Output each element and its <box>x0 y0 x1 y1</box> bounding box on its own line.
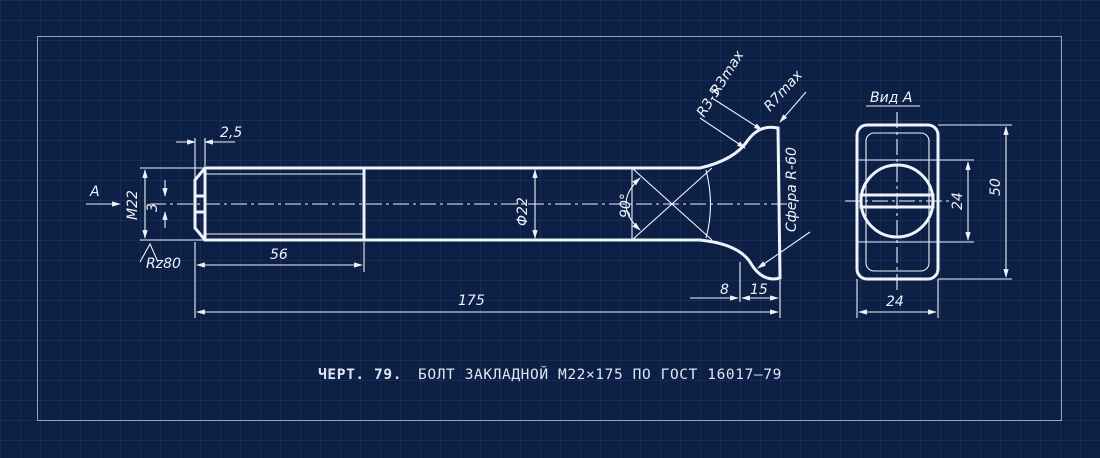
dim-15-label: 15 <box>750 282 768 298</box>
view-a <box>845 105 1012 318</box>
chamfer-label: 2,5 <box>220 125 242 141</box>
thread-length-label: 56 <box>270 247 288 263</box>
dimensions <box>86 91 811 318</box>
view-a-height-24-label: 24 <box>950 192 966 210</box>
dim-8-label: 8 <box>720 282 729 298</box>
groove-width-label: 3 <box>145 203 161 212</box>
thread-label: М22 <box>125 190 141 220</box>
drawing-frame <box>37 36 1062 421</box>
sphere-label: Сфера R-60 <box>784 147 800 232</box>
diameter-label: Φ22 <box>515 197 531 226</box>
radius-r7max-label: R7max <box>761 67 806 115</box>
view-arrow-label: А <box>89 184 100 200</box>
drawing-caption: ЧЕРТ. 79. БОЛТ ЗАКЛАДНОЙ М22×175 ПО ГОСТ … <box>0 367 1100 383</box>
view-a-height-50-label: 50 <box>988 178 1004 196</box>
bolt-side-view <box>150 125 790 281</box>
roughness-label: Rz80 <box>146 256 181 272</box>
angle-label: 90° <box>618 193 634 218</box>
total-length-label: 175 <box>458 293 485 309</box>
caption-title: БОЛТ ЗАКЛАДНОЙ М22×175 ПО ГОСТ 16017–79 <box>418 367 782 383</box>
view-a-title: Вид А <box>870 90 912 106</box>
caption-number: ЧЕРТ. 79. <box>318 367 403 383</box>
view-a-width-24-label: 24 <box>886 294 904 310</box>
